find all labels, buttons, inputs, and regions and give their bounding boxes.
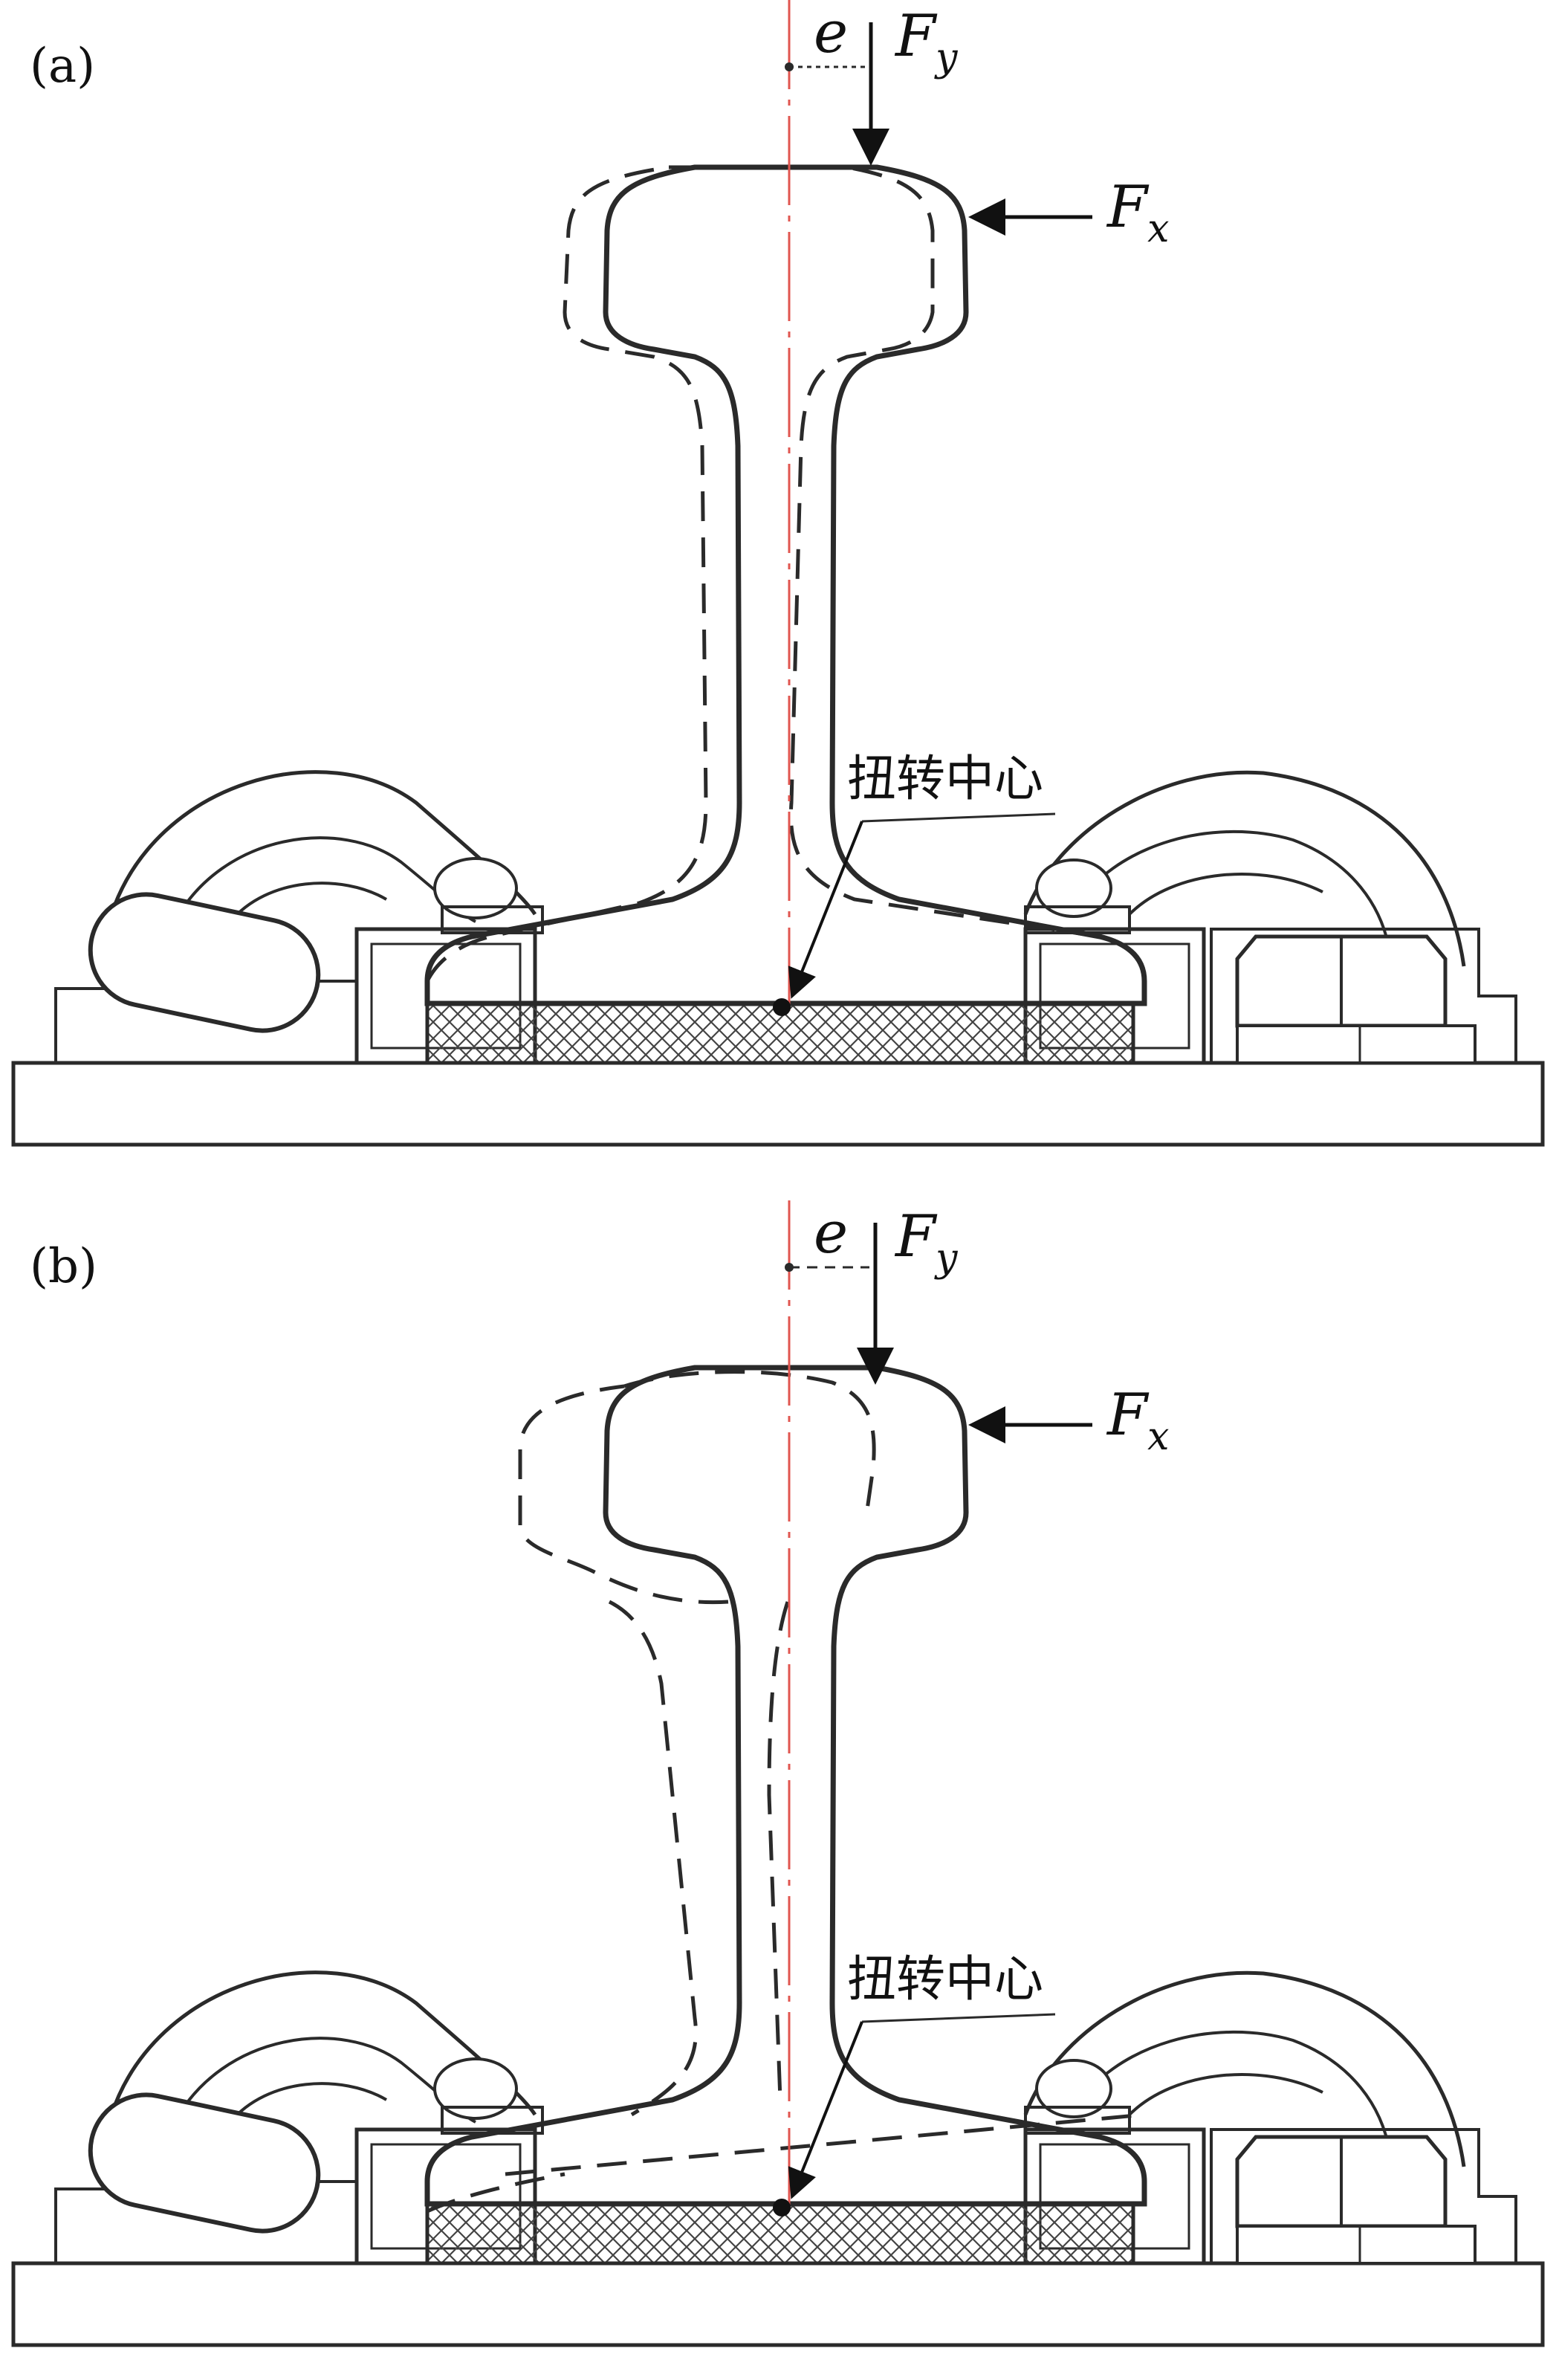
deformed-rail-outline-a bbox=[425, 165, 1101, 983]
force-fx-label-b: Fx bbox=[1106, 1382, 1169, 1459]
rail-section-a bbox=[427, 167, 1144, 1003]
rail-section-b bbox=[427, 1368, 1144, 2204]
eccentricity-label-b: e bbox=[814, 1200, 848, 1267]
panel-label-b: (b) bbox=[30, 1239, 97, 1294]
panel-a: (a) e Fy Fx 扭转中心 bbox=[13, 0, 1543, 1145]
eccentricity-label-a: e bbox=[814, 0, 848, 66]
torsion-center-point-a bbox=[773, 998, 791, 1016]
torsion-center-arrow-a bbox=[788, 821, 863, 999]
torsion-center-leader-b bbox=[861, 2013, 1056, 2023]
force-fy-label-a: Fy bbox=[894, 3, 958, 80]
panel-label-a: (a) bbox=[30, 39, 95, 94]
fastening-assembly-a bbox=[13, 772, 1543, 1145]
force-fy-label-b: Fy bbox=[894, 1203, 958, 1281]
torsion-center-leader-a bbox=[861, 812, 1056, 823]
force-fx-label-a: Fx bbox=[1106, 174, 1169, 251]
torsion-center-arrow-b bbox=[788, 2021, 863, 2199]
panel-b: (b) e Fy Fx 扭转中心 bbox=[13, 1200, 1543, 2345]
torsion-center-label-b: 扭转中心 bbox=[847, 1950, 1043, 2008]
deformed-rail-outline-b bbox=[426, 1370, 1145, 2214]
torsion-center-label-a: 扭转中心 bbox=[847, 750, 1043, 807]
torsion-center-point-b bbox=[773, 2199, 791, 2216]
